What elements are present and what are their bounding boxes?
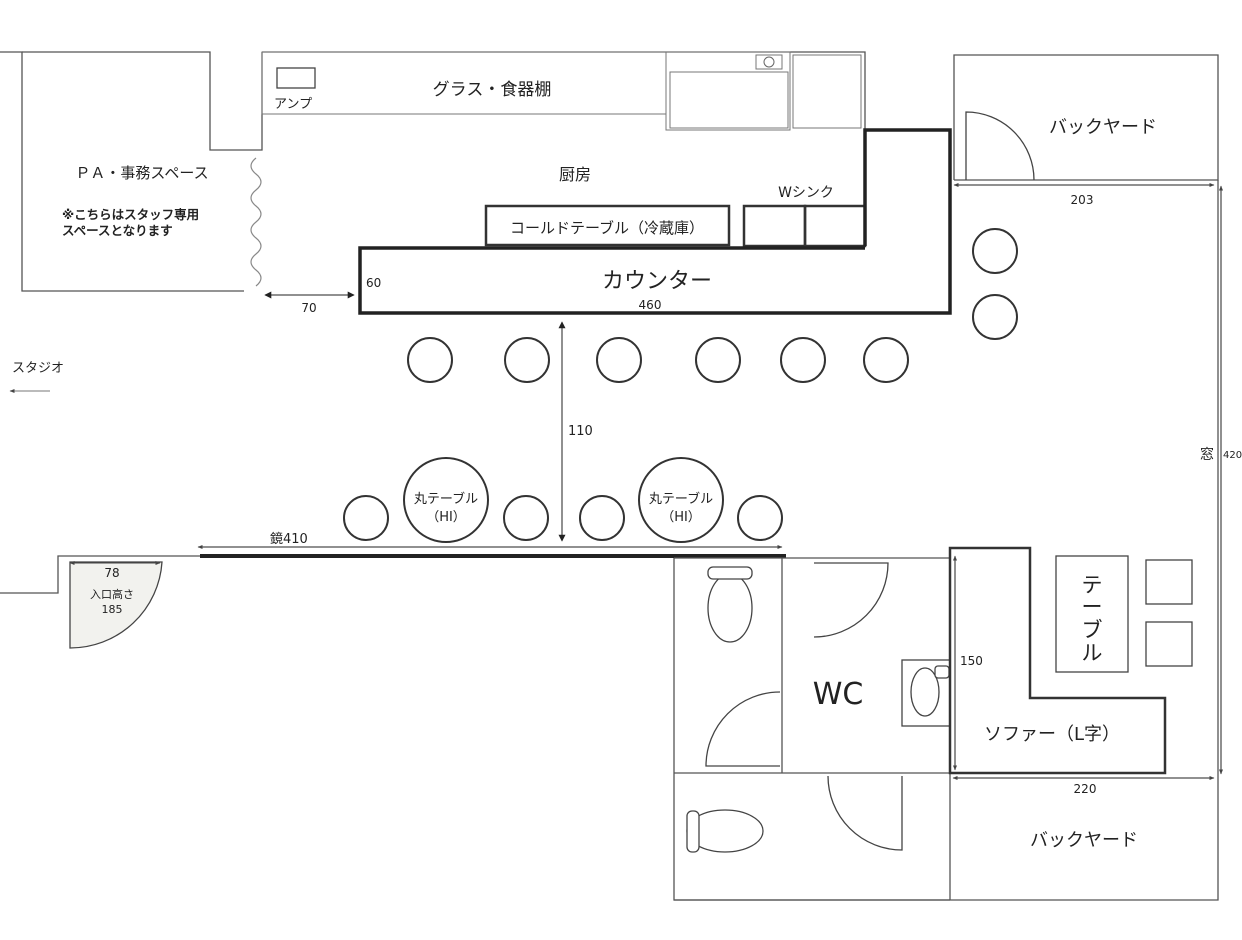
sofa-depth-label: 150	[960, 654, 983, 668]
stool	[596, 337, 642, 383]
counter-stools	[407, 228, 1018, 383]
backyard-bottom-label: バックヤード	[1030, 830, 1138, 851]
counter-label: カウンター	[602, 269, 712, 294]
toilet-tank-icon	[686, 810, 700, 853]
lounge-table-label-3: ブ	[1082, 618, 1103, 642]
mirror-label: 鏡410	[270, 532, 308, 547]
lounge-stool-square	[1145, 559, 1193, 605]
stool	[579, 495, 625, 541]
appliance-box	[792, 54, 862, 129]
lounge-table-label-4: ル	[1082, 641, 1103, 665]
basin-icon	[910, 667, 940, 717]
sink-basin	[669, 71, 789, 129]
curtain-icon	[250, 157, 262, 287]
glass-shelf-label: グラス・食器棚	[433, 80, 552, 100]
w-sink-left	[742, 204, 807, 248]
lounge-table-label-1: テ	[1082, 573, 1103, 597]
stool	[780, 337, 826, 383]
lounge: ソファー（L字） 150 220 テ ー ブ ル	[948, 546, 1215, 796]
stool	[695, 337, 741, 383]
sofa-l-shape	[948, 546, 1167, 775]
right-wall-length-label: 420	[1223, 450, 1242, 461]
round-table-2-sub: （HI）	[661, 510, 701, 525]
entrance-door-icon	[69, 561, 163, 649]
counter: カウンター 60 460	[358, 128, 952, 315]
window-label: 窓	[1200, 446, 1214, 463]
w-sink-right	[803, 204, 867, 248]
round-table-1-label: 丸テーブル	[414, 491, 478, 507]
sink-unit	[665, 51, 791, 131]
lounge-table-label-2: ー	[1082, 595, 1103, 619]
stool	[737, 495, 783, 541]
stool	[343, 495, 389, 541]
kitchen-label: 厨房	[559, 165, 591, 184]
round-table-2	[638, 457, 724, 543]
entrance-width-label: 78	[104, 566, 119, 580]
stool	[972, 294, 1018, 340]
round-table-2-label: 丸テーブル	[649, 491, 713, 507]
wc-door-icon	[813, 562, 889, 638]
backyard-width-label: 203	[1071, 193, 1094, 207]
toilet-tank-icon	[707, 566, 753, 580]
faucet-knob-icon	[763, 56, 775, 68]
faucet-icon	[934, 665, 950, 679]
staff-note-line1: ※こちらはスタッフ専用	[62, 207, 199, 222]
stool	[407, 337, 453, 383]
wc-label: WC	[813, 677, 864, 712]
gap-dimension-label: 70	[301, 301, 316, 315]
pa-office-room: ＰＡ・事務スペース ※こちらはスタッフ専用 スペースとなります	[0, 51, 263, 292]
amp-label: アンプ	[274, 97, 312, 112]
faucet-icon	[755, 54, 783, 70]
lounge-table	[1055, 555, 1129, 673]
studio-label: スタジオ	[12, 361, 64, 376]
staff-note-line2: スペースとなります	[62, 223, 173, 238]
round-table-1	[403, 457, 489, 543]
pa-office-label: ＰＡ・事務スペース	[75, 164, 208, 182]
wc-area: WC	[674, 557, 951, 901]
backyard-top-label: バックヤード	[1049, 117, 1157, 138]
sofa-width-label: 220	[1074, 782, 1097, 796]
kitchen-area: アンプ グラス・食器棚 厨房 Wシンク コールドテーブル（冷蔵庫）	[261, 51, 867, 248]
cold-table	[484, 204, 731, 247]
stool	[863, 337, 909, 383]
w-sink-label: Wシンク	[778, 185, 834, 201]
round-table-1-sub: （HI）	[426, 510, 466, 525]
wc-door-icon	[705, 691, 781, 767]
counter-length-dim: 460	[639, 298, 662, 312]
stool	[503, 495, 549, 541]
entrance-height-label: 入口高さ	[90, 587, 134, 601]
amp-icon	[276, 67, 316, 89]
round-tables: 丸テーブル （HI） 丸テーブル （HI）	[343, 457, 783, 543]
cold-table-label: コールドテーブル（冷蔵庫）	[510, 219, 704, 237]
aisle-dimension-label: 110	[568, 424, 593, 439]
wc-door-icon	[827, 775, 903, 851]
backyard-door-icon	[965, 111, 1035, 181]
entrance: 78 入口高さ 185	[0, 555, 200, 649]
lounge-stool-square	[1145, 621, 1193, 667]
toilet-icon	[707, 573, 753, 643]
stool	[504, 337, 550, 383]
sofa-label: ソファー（L字）	[984, 724, 1120, 745]
entrance-height-value: 185	[102, 603, 123, 616]
stool	[972, 228, 1018, 274]
counter-depth-dim: 60	[366, 276, 381, 290]
